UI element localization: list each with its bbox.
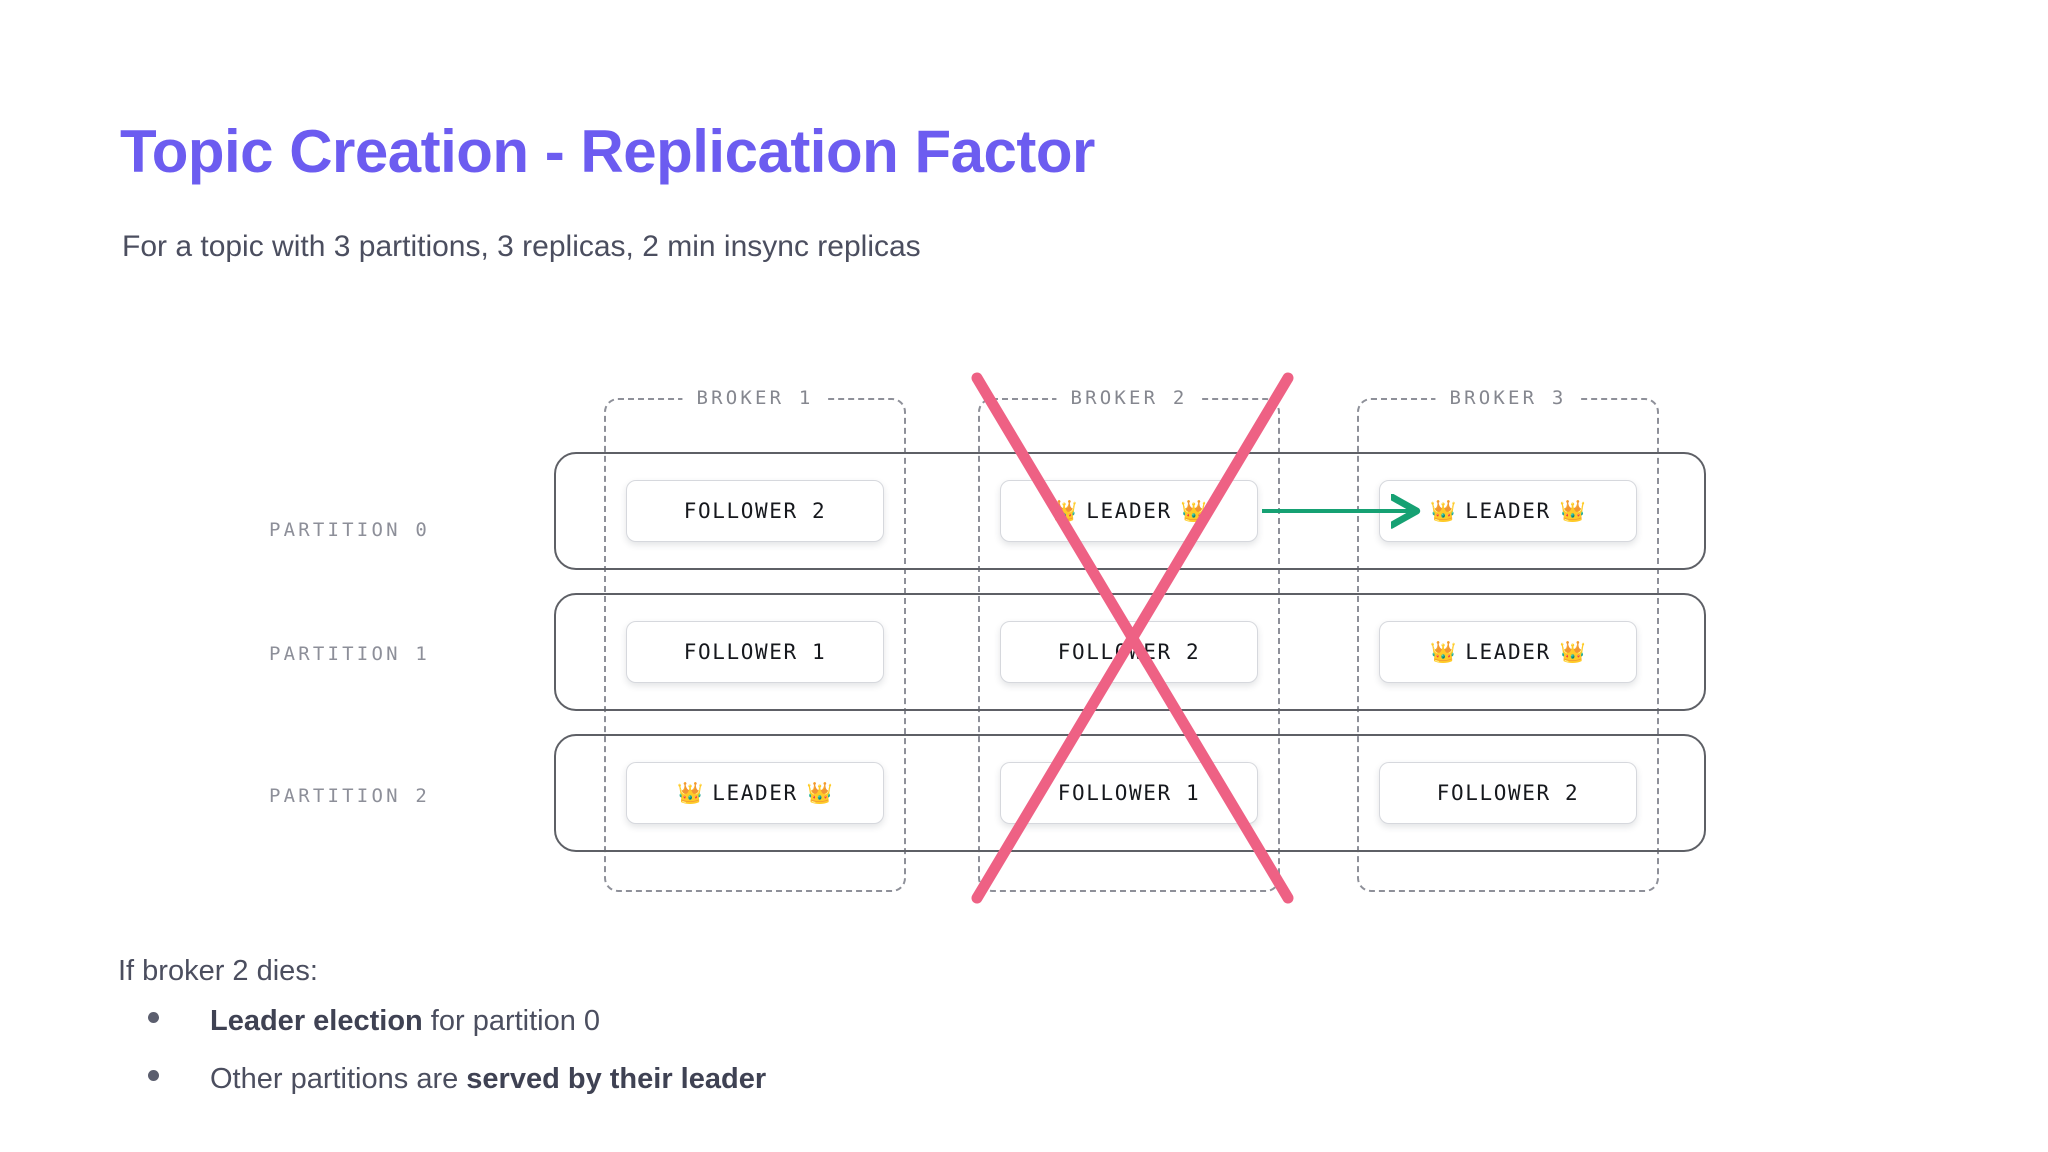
replica-label: LEADER	[1465, 640, 1551, 664]
replica-p0-broker1[interactable]: FOLLOWER 2	[626, 480, 884, 542]
footer-intro-text: If broker 2 dies:	[118, 955, 318, 987]
partition-label-2: PARTITION 2	[268, 785, 430, 807]
page-title: Topic Creation - Replication Factor	[120, 118, 1095, 185]
page-subtitle: For a topic with 3 partitions, 3 replica…	[122, 230, 921, 263]
footer-bullet-list: Leader election for partition 0 Other pa…	[148, 1005, 1348, 1121]
crown-icon: 👑	[1430, 639, 1457, 664]
replica-p2-broker2[interactable]: FOLLOWER 1	[1000, 762, 1258, 824]
broker-title-2: BROKER 2	[1056, 383, 1202, 413]
replica-p0-broker3[interactable]: 👑 LEADER 👑	[1379, 480, 1637, 542]
replica-label: FOLLOWER 2	[683, 499, 827, 523]
partition-label-1: PARTITION 1	[268, 643, 430, 665]
bullet-bold-tail: served by their leader	[466, 1063, 767, 1095]
bullet-rest: for partition 0	[422, 1005, 601, 1037]
broker-column-1: BROKER 1	[604, 383, 906, 892]
crown-icon: 👑	[806, 780, 833, 805]
replica-p1-broker3[interactable]: 👑 LEADER 👑	[1379, 621, 1637, 683]
partition-label-0: PARTITION 0	[268, 519, 430, 541]
replica-label: FOLLOWER 2	[1057, 640, 1201, 664]
crown-icon: 👑	[677, 780, 704, 805]
bullet-text: Other partitions are served by their lea…	[210, 1063, 766, 1096]
list-item: Leader election for partition 0	[148, 1005, 1348, 1063]
replica-label: LEADER	[1465, 499, 1551, 523]
bullet-dot-icon	[148, 1012, 159, 1023]
replica-label: FOLLOWER 1	[683, 640, 827, 664]
bullet-lead-plain: Other partitions are	[210, 1063, 467, 1095]
crown-icon: 👑	[1430, 498, 1457, 523]
replica-label: FOLLOWER 1	[1057, 781, 1201, 805]
crown-icon: 👑	[1559, 498, 1586, 523]
replica-label: LEADER	[712, 781, 798, 805]
replica-label: FOLLOWER 2	[1436, 781, 1580, 805]
replica-p1-broker1[interactable]: FOLLOWER 1	[626, 621, 884, 683]
bullet-dot-icon	[148, 1070, 159, 1081]
crown-icon: 👑	[1559, 639, 1586, 664]
bullet-text: Leader election for partition 0	[210, 1005, 600, 1038]
broker-title-1: BROKER 1	[682, 383, 828, 413]
replica-p1-broker2[interactable]: FOLLOWER 2	[1000, 621, 1258, 683]
list-item: Other partitions are served by their lea…	[148, 1063, 1348, 1121]
replica-p0-broker2[interactable]: 👑 LEADER 👑	[1000, 480, 1258, 542]
crown-icon: 👑	[1180, 498, 1207, 523]
crown-icon: 👑	[1051, 498, 1078, 523]
replica-label: LEADER	[1086, 499, 1172, 523]
broker-column-3: BROKER 3	[1357, 383, 1659, 892]
bullet-bold-lead: Leader election	[210, 1005, 423, 1037]
replica-p2-broker1[interactable]: 👑 LEADER 👑	[626, 762, 884, 824]
replica-p2-broker3[interactable]: FOLLOWER 2	[1379, 762, 1637, 824]
broker-title-3: BROKER 3	[1435, 383, 1581, 413]
